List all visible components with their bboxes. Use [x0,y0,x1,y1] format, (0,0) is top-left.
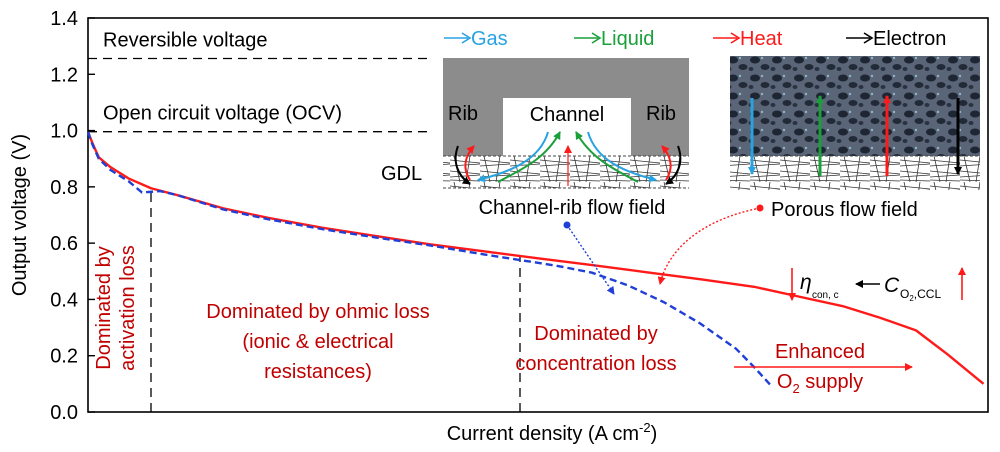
enhanced-text-2: O2 supply [777,371,863,396]
reference-line-label: Reversible voltage [103,30,268,52]
enhanced-annotation: Enhanced O2 supply [734,341,913,396]
porous-pointer [657,207,761,285]
porous-foam-image [730,56,980,156]
concentration-annotation: Dominated by concentration loss [515,323,676,375]
gdl-label: GDL [381,163,422,185]
region-dividers [150,188,521,412]
legend-label: Liquid [601,28,654,50]
electron-arrow-right [665,145,682,185]
activation-text-1: Dominated by [93,246,115,369]
liquid-arrow-right [575,131,639,183]
y-axis-ticks: 0.0 0.2 0.4 0.6 0.8 1.0 1.2 1.4 [50,8,95,424]
ohmic-text-1: Dominated by ohmic loss [206,301,429,323]
y-tick-label: 0.0 [50,402,78,424]
ohmic-annotation: Dominated by ohmic loss (ionic & electri… [206,301,429,383]
channel-rib-pointer [566,224,615,295]
electron-arrow-left [454,145,471,185]
rib-left-label: Rib [448,103,478,125]
rib-top-block [503,58,631,98]
c-subscript: O2,CCL [900,287,941,303]
reference-line-label: Open circuit voltage (OCV) [103,103,342,125]
y-tick-label: 0.4 [50,289,78,311]
x-axis-label: Current density (A cm-2) [447,420,658,445]
c-symbol: C [884,274,900,297]
rib-right-label: Rib [646,103,676,125]
legend-arrowhead [591,32,602,44]
gas-arrow-left [477,131,549,183]
legend-arrowhead [461,32,472,44]
gas-arrow-right [587,131,657,183]
ohmic-text-2: (ionic & electrical [242,331,393,353]
activation-text-2: activation loss [117,245,139,371]
series-channel-rib-line [86,131,773,388]
series-porous-line [86,131,985,385]
channel-label: Channel [530,104,605,126]
y-tick-label: 1.4 [50,8,78,30]
eta-subscript: con, c [812,290,839,301]
concentration-text-1: Dominated by [534,323,657,345]
activation-annotation: Dominated by activation loss [93,245,139,371]
y-tick-label: 1.0 [50,121,78,143]
y-tick-label: 0.2 [50,346,78,368]
legend-arrowhead [863,32,874,44]
liquid-arrow-left [497,131,561,183]
legend: Gas Liquid Heat Electron [444,28,946,50]
rib-left-block [443,58,503,156]
y-tick-label: 0.6 [50,233,78,255]
eta-c-annotation: η con, c C O2,CCL [788,267,966,303]
rib-right-block [631,58,689,156]
channel-rib-schematic: Rib Channel Rib GDL Channel-rib flow fie… [381,58,689,219]
eta-symbol: η [800,271,812,294]
legend-label: Heat [740,28,783,50]
legend-arrowhead [730,32,741,44]
series-group [86,131,985,388]
y-tick-label: 1.2 [50,64,78,86]
pointer-lines [563,207,761,295]
porous-caption: Porous flow field [771,199,918,221]
channel-rib-caption: Channel-rib flow field [479,197,666,219]
porous-schematic: Porous flow field [730,56,980,221]
gdl-layer [443,156,689,188]
enhanced-text-1: Enhanced [775,341,865,363]
concentration-text-2: concentration loss [515,353,676,375]
legend-label: Electron [873,28,946,50]
y-tick-label: 0.8 [50,177,78,199]
porous-gdl-layer [730,156,980,190]
ohmic-text-3: resistances) [264,361,372,383]
y-axis-label: Output voltage (V) [9,134,31,296]
plot-frame [87,17,989,413]
legend-label: Gas [471,28,508,50]
